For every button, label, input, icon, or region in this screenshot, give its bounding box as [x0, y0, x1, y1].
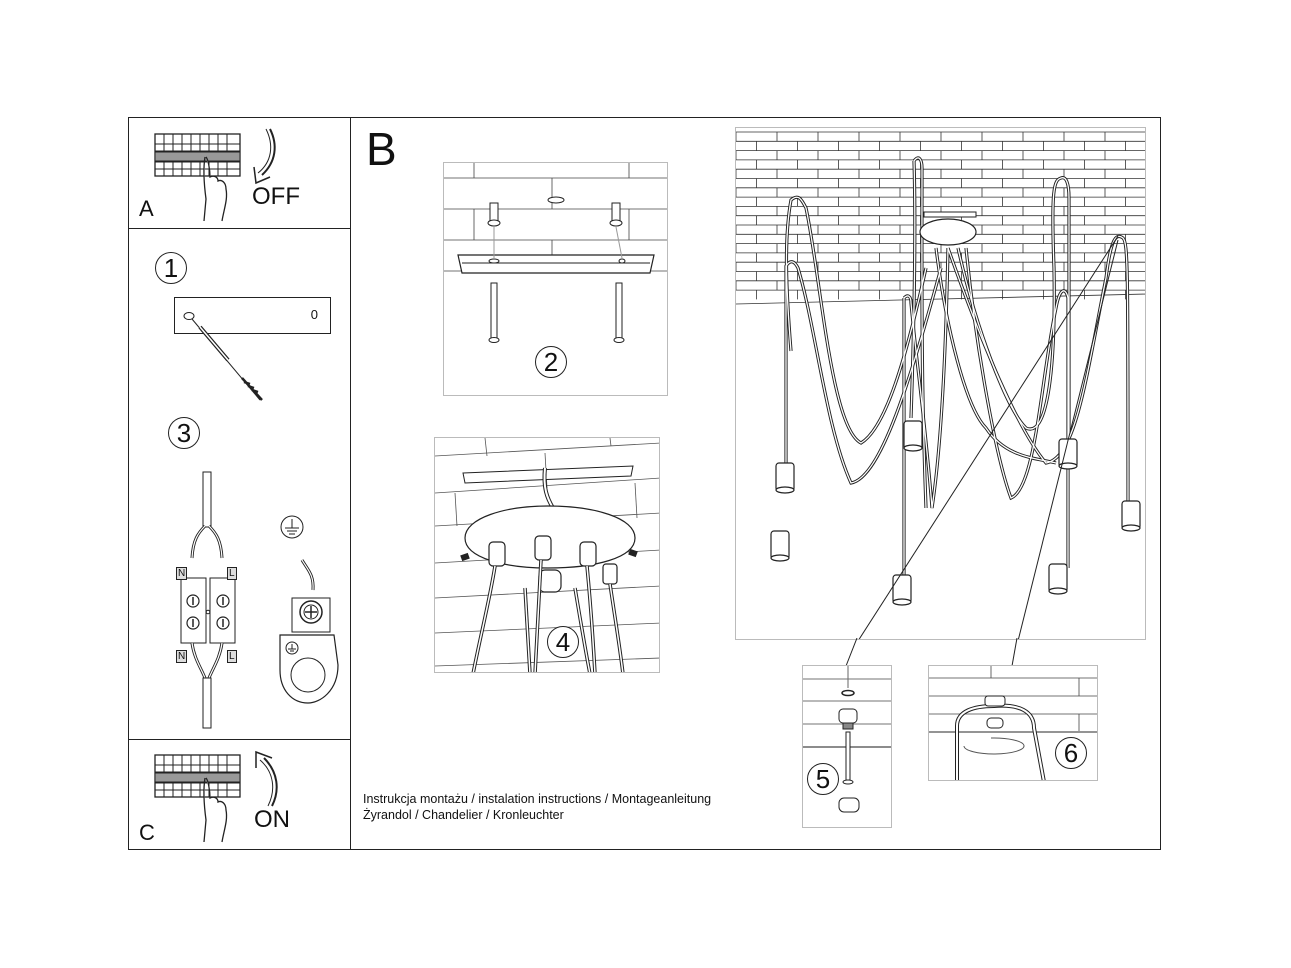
- power-on-label: ON: [254, 806, 290, 833]
- ceiling-hook-screw-icon: [803, 666, 891, 813]
- power-off-label: OFF: [252, 183, 300, 210]
- section-b-letter: B: [366, 123, 397, 175]
- circuit-breaker-on-icon: [154, 754, 241, 843]
- caption-line-1: Instrukcja montażu / instalation instruc…: [363, 792, 712, 806]
- mounting-bracket-screws-icon: [444, 163, 667, 343]
- document-caption: Instrukcja montażu / instalation instruc…: [363, 791, 711, 823]
- instruction-sheet-frame: [128, 117, 1161, 850]
- step-4-number: 4: [547, 626, 579, 658]
- step-4-panel: 4: [434, 437, 660, 673]
- step-5-number: 5: [807, 763, 839, 795]
- leader-lines: [845, 638, 1018, 667]
- circuit-breaker-off-icon: [154, 133, 241, 222]
- ground-terminal-icon: [279, 515, 339, 704]
- step-6-number: 6: [1055, 737, 1087, 769]
- terminal-block-icon: [180, 471, 236, 729]
- section-c-letter: C: [139, 820, 155, 845]
- pendants: [770, 420, 1141, 606]
- step-3-number: 3: [168, 417, 200, 449]
- step-2-number: 2: [535, 346, 567, 378]
- terminal-label-n-bottom: N: [176, 650, 188, 663]
- chandelier-illustration: [735, 127, 1146, 640]
- plate-mark: 0: [310, 307, 318, 322]
- step-2-panel: 2: [443, 162, 668, 396]
- arrow-down-icon: [253, 128, 276, 185]
- terminal-label-l-top: L: [227, 567, 237, 580]
- section-c-power-on: ON C: [128, 739, 351, 850]
- step-5-panel: 5: [802, 665, 892, 828]
- ground-symbol-icon: [280, 515, 304, 539]
- terminal-label-l-bottom: L: [227, 650, 237, 663]
- spider-chandelier-icon: [736, 131, 1145, 639]
- cable-hook-icon: [929, 666, 1097, 780]
- left-column: [128, 117, 351, 850]
- ceiling-plate: 0: [174, 297, 331, 334]
- step-6-panel: 6: [928, 665, 1098, 781]
- section-a-letter: A: [139, 196, 154, 221]
- section-a-power-off: OFF A: [128, 117, 351, 229]
- arrow-up-icon: [255, 750, 278, 807]
- terminal-label-n-top: N: [176, 567, 188, 580]
- caption-line-2: Żyrandol / Chandelier / Kronleuchter: [363, 808, 564, 822]
- canopy-assembly-icon: [435, 438, 659, 672]
- step-1-number: 1: [155, 252, 187, 284]
- dowel-cable-icon: [183, 312, 263, 401]
